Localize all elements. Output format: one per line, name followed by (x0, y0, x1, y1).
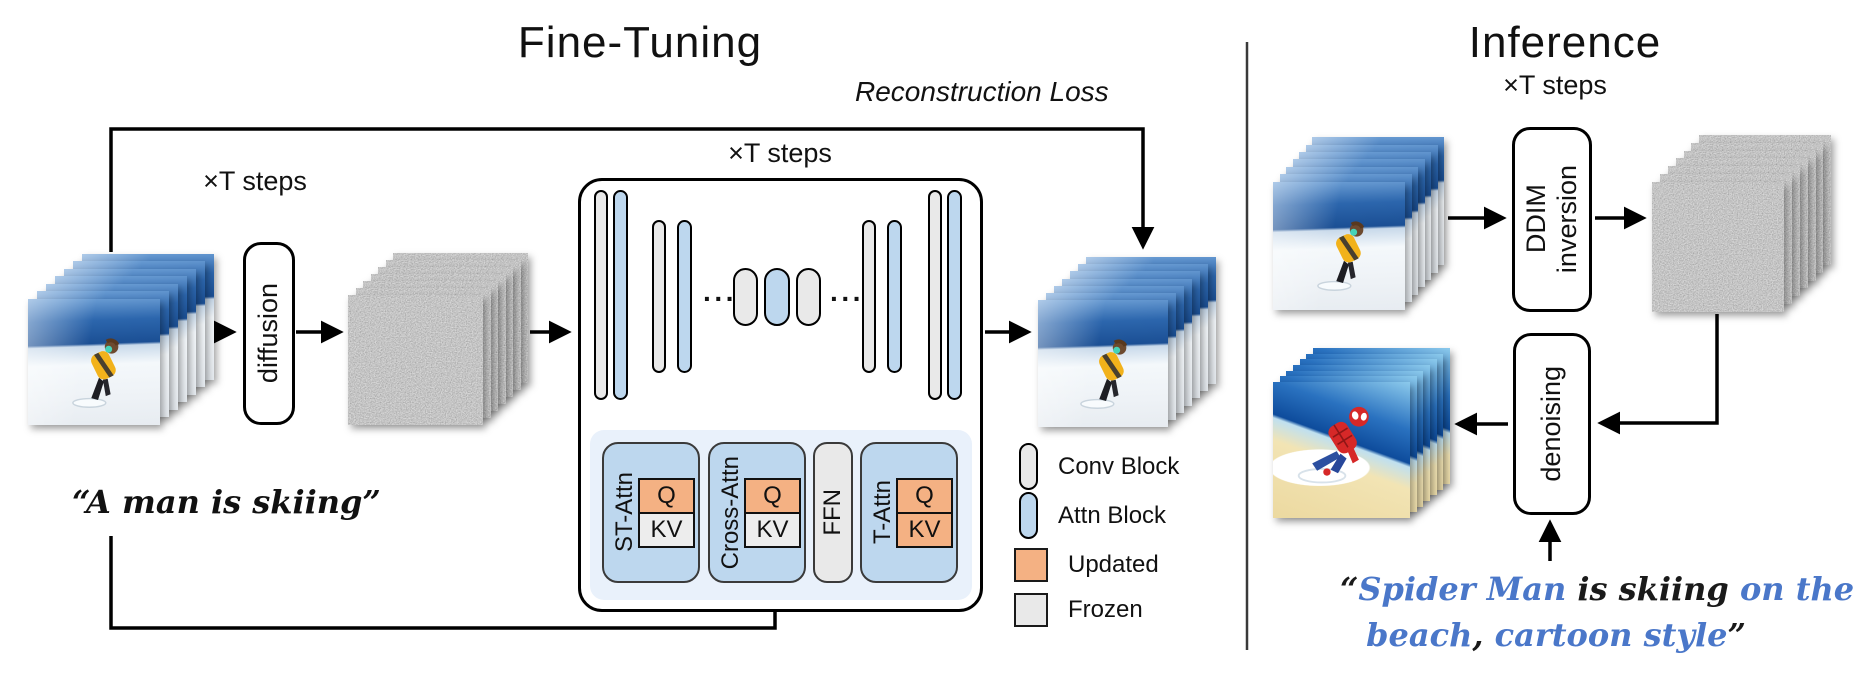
legend-item-frozen: Frozen (1014, 593, 1143, 627)
denoising-label: denoising (1536, 366, 1567, 482)
fine-tuning-title: Fine-Tuning (517, 18, 763, 67)
frozen-swatch (1014, 593, 1048, 627)
ddim-label-line2: inversion (1552, 165, 1582, 274)
prompt-segment: “ (1340, 570, 1359, 608)
ffn-label: FFN (819, 489, 847, 536)
t-attn-kv: KV (896, 512, 953, 548)
cross-attn-kv: KV (744, 512, 801, 548)
unet-mid-dots-left: ··· (703, 283, 737, 314)
conv-pill (733, 268, 758, 326)
denoising-box: denoising (1513, 333, 1591, 515)
legend-item-updated: Updated (1014, 548, 1159, 582)
diffusion-box-label: diffusion (253, 283, 284, 384)
inference-noise-stack (1652, 135, 1831, 312)
edit-prompt-text: “Spider Man is skiing on the beach, cart… (1340, 566, 1854, 658)
conv-pill (652, 220, 666, 373)
diffusion-steps-label: ×T steps (203, 166, 307, 196)
reconstruction-loss-label: Reconstruction Loss (855, 76, 1109, 107)
edited-video-stack (1273, 348, 1450, 518)
input-video-stack (28, 254, 215, 425)
legend-item-conv-block: Conv Block (1019, 443, 1179, 490)
cross-attn-label: Cross-Attn (717, 455, 745, 570)
noise-to-denoising-arrow (1597, 314, 1719, 435)
legend-label: Frozen (1068, 596, 1143, 623)
attn-pill (947, 190, 962, 400)
unet-mid-dots-right: ··· (830, 283, 864, 314)
conv-block-swatch (1019, 443, 1038, 490)
conv-pill (594, 190, 608, 400)
attn-pill (613, 190, 628, 400)
st-attn-kv: KV (638, 512, 695, 548)
source-prompt-text: “A man is skiing” (72, 483, 381, 521)
attn-block-swatch (1019, 492, 1038, 539)
cross-attn-q: Q (744, 478, 801, 514)
prompt-segment: Spider Man (1358, 570, 1578, 608)
noised-latent-stack (348, 253, 528, 425)
t-attn-qkv: Q KV (896, 478, 953, 548)
st-attn-label: ST-Attn (611, 472, 639, 553)
inference-input-video-stack (1273, 137, 1444, 310)
updated-swatch (1014, 548, 1048, 582)
cross-attn-block: Cross-Attn Q KV (708, 442, 806, 583)
attn-pill (764, 268, 790, 326)
inference-title: Inference (1468, 18, 1662, 67)
prompt-segment: on the (1739, 570, 1855, 608)
st-attn-qkv: Q KV (638, 478, 695, 548)
noise-frame-front (348, 295, 483, 425)
t-attn-q: Q (896, 478, 953, 514)
skier-figure (72, 338, 120, 408)
conv-pill (796, 268, 821, 326)
skier-figure (1317, 221, 1365, 291)
conv-pill (928, 190, 942, 400)
legend-item-attn-block: Attn Block (1019, 492, 1166, 539)
video-frame-front (1038, 300, 1168, 427)
prompt-segment: is skiing (1577, 570, 1740, 608)
t-attn-label: T-Attn (869, 480, 897, 545)
conv-pill (862, 220, 876, 373)
cross-attn-qkv: Q KV (744, 478, 801, 548)
diffusion-box: diffusion (243, 242, 295, 425)
spider-man-figure (1297, 406, 1369, 484)
legend-label: Conv Block (1058, 452, 1180, 480)
ddim-inversion-label: DDIM inversion (1521, 165, 1583, 273)
ffn-block: FFN (813, 442, 853, 583)
video-frame-front (1273, 382, 1410, 518)
ddim-inversion-box: DDIM inversion (1512, 127, 1592, 312)
noise-frame-front (1652, 182, 1784, 312)
edit-prompt-line2: beach, cartoon style” (1340, 612, 1772, 658)
video-frame-front (28, 299, 160, 425)
prompt-segment: cartoon style (1494, 616, 1728, 654)
reconstructed-video-stack (1038, 257, 1216, 427)
edit-prompt-line1: “Spider Man is skiing on the (1340, 566, 1854, 612)
t-attn-block: T-Attn Q KV (860, 442, 958, 583)
skier-figure (1080, 339, 1128, 409)
inversion-steps-label: ×T steps (1503, 70, 1607, 100)
legend-label: Attn Block (1058, 501, 1167, 529)
unet-steps-label: ×T steps (728, 138, 832, 168)
st-attn-block: ST-Attn Q KV (602, 442, 700, 583)
prompt-segment: ” (1727, 616, 1746, 654)
attn-pill (677, 220, 692, 373)
prompt-segment: beach (1366, 616, 1473, 654)
st-attn-q: Q (638, 478, 695, 514)
attn-pill (887, 220, 902, 373)
ddim-label-line1: DDIM (1520, 185, 1551, 254)
legend-label: Updated (1068, 551, 1159, 578)
prompt-segment: , (1472, 616, 1495, 654)
video-frame-front (1273, 182, 1405, 310)
